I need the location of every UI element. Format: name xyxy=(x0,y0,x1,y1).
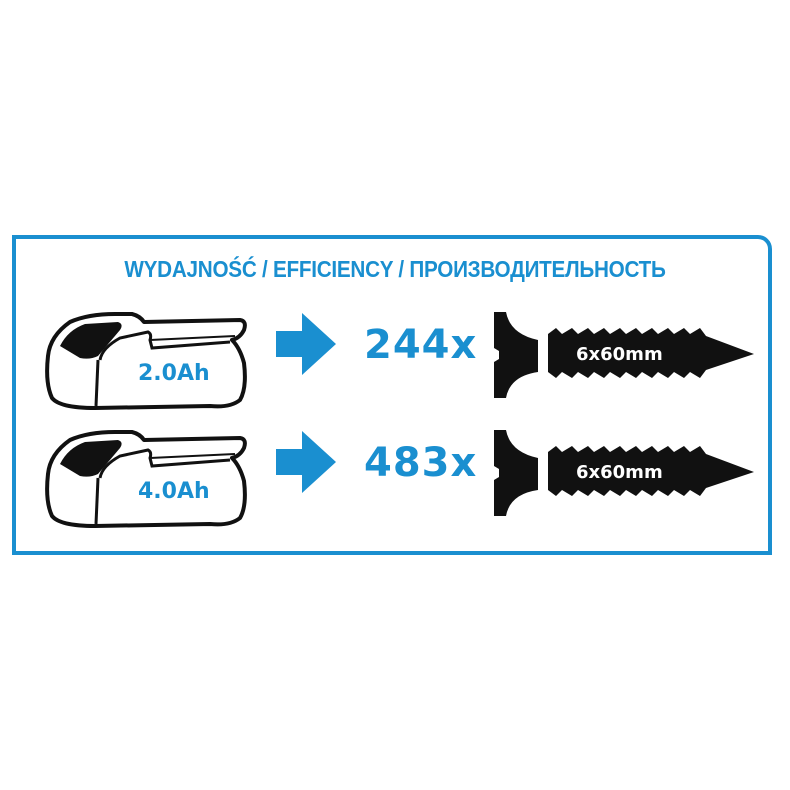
screw-count: 244x xyxy=(364,322,478,368)
screw-size-label: 6x60mm xyxy=(576,462,663,483)
efficiency-row-2: 4.0Ah 483x 6x60mm xyxy=(0,426,790,536)
battery-capacity-label: 4.0Ah xyxy=(138,479,210,504)
screw-icon: 6x60mm xyxy=(494,430,754,516)
arrow-right-icon xyxy=(276,431,336,493)
info-frame xyxy=(12,235,772,555)
screw-icon: 6x60mm xyxy=(494,312,754,398)
screw-count: 483x xyxy=(364,440,478,486)
efficiency-row-1: 2.0Ah 244x 6x60mm xyxy=(0,308,790,418)
screw-size-label: 6x60mm xyxy=(576,344,663,365)
battery-icon: 2.0Ah xyxy=(45,312,247,410)
battery-capacity-label: 2.0Ah xyxy=(138,361,210,386)
battery-icon: 4.0Ah xyxy=(45,430,247,528)
arrow-right-icon xyxy=(276,313,336,375)
efficiency-title: WYDAJNOŚĆ / EFFICIENCY / ПРОИЗВОДИТЕЛЬНО… xyxy=(124,256,666,282)
